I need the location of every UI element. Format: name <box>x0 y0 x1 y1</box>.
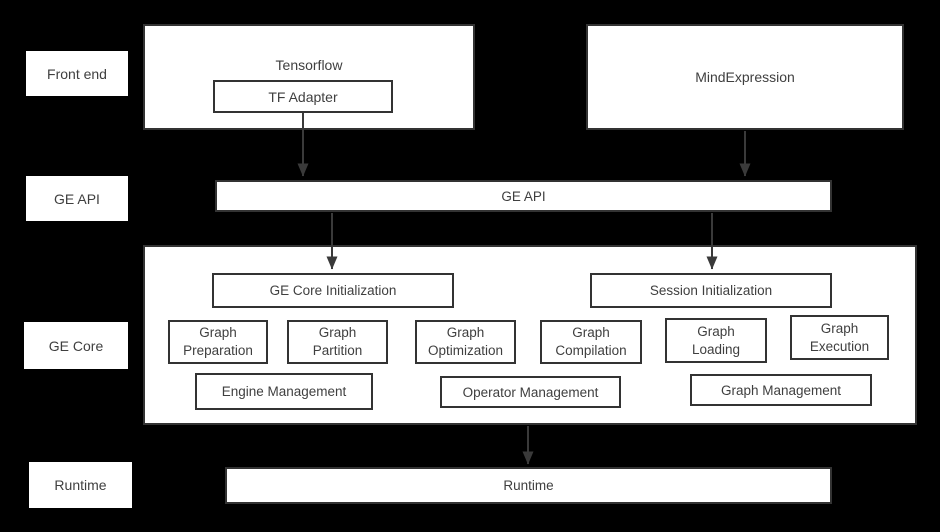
node-label-line: Graph <box>199 325 237 340</box>
layer-label-runtime: Runtime <box>29 462 132 508</box>
node-label-line: Optimization <box>427 343 504 358</box>
session-initialization-node: Session Initialization <box>590 273 832 308</box>
graph-optimization-node: Graph Optimization <box>415 320 516 364</box>
mindexpression-node: MindExpression <box>586 24 904 130</box>
tensorflow-node: Tensorflow TF Adapter <box>143 24 475 130</box>
node-label-line: Graph <box>572 325 610 340</box>
ge-core-initialization-node: GE Core Initialization <box>212 273 454 308</box>
engine-management-node: Engine Management <box>195 373 373 410</box>
node-label-line: Graph <box>820 320 859 336</box>
ge-core-container: GE Core Initialization Session Initializ… <box>143 245 917 425</box>
node-label-line: Compilation <box>555 343 627 358</box>
graph-preparation-node: Graph Preparation <box>168 320 268 364</box>
layer-label-ge-core: GE Core <box>24 322 128 369</box>
node-label-line: Loading <box>691 341 741 357</box>
graph-partition-node: Graph Partition <box>287 320 388 364</box>
node-label-line: Graph <box>446 325 485 340</box>
node-label-line: Partition <box>312 343 363 358</box>
graph-loading-node: Graph Loading <box>665 318 767 363</box>
tensorflow-label: Tensorflow <box>275 57 343 73</box>
graph-compilation-node: Graph Compilation <box>540 320 642 364</box>
node-label-line: Graph <box>697 323 735 339</box>
graph-execution-node: Graph Execution <box>790 315 889 360</box>
operator-management-node: Operator Management <box>440 376 621 408</box>
tf-adapter-node: TF Adapter <box>213 80 393 113</box>
layer-label-ge-api: GE API <box>26 176 128 221</box>
node-label-line: Preparation <box>183 343 253 358</box>
runtime-bar: Runtime <box>225 467 832 504</box>
node-label-line: Graph <box>318 325 357 340</box>
graph-management-node: Graph Management <box>690 374 872 406</box>
node-label-line: Execution <box>809 338 870 354</box>
ge-api-bar: GE API <box>215 180 832 212</box>
layer-label-front-end: Front end <box>26 51 128 96</box>
